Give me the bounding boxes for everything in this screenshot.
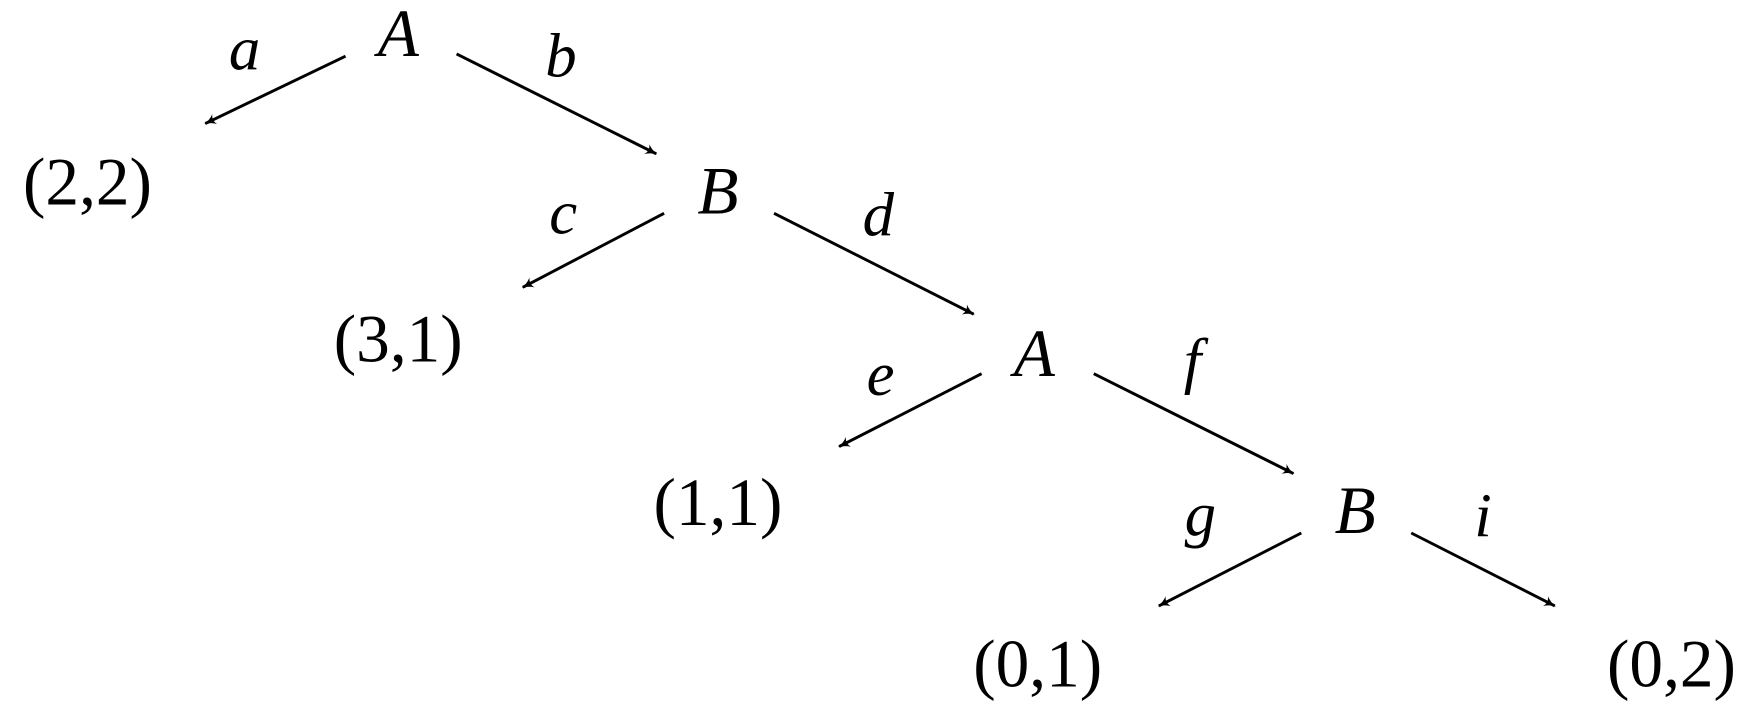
edge-label-a: a <box>229 14 260 84</box>
edge-c-arrow <box>521 211 665 289</box>
edge-label-e: e <box>867 339 895 409</box>
edges <box>204 52 1556 608</box>
payoff-c: (3,1) <box>334 301 463 376</box>
edge-a-arrow <box>204 54 347 125</box>
payoff-g: (0,1) <box>973 627 1102 702</box>
edge-labels: a b c d e f g i <box>229 14 1492 551</box>
payoff-i: (0,2) <box>1607 627 1736 702</box>
edge-label-f: f <box>1184 326 1209 396</box>
edge-e-arrow <box>838 372 983 448</box>
edge-f-arrow <box>1093 372 1295 475</box>
node-player-b-2: B <box>1335 473 1376 548</box>
payoff-a: (2,2) <box>23 144 152 219</box>
edge-label-c: c <box>549 177 577 247</box>
payoffs: (2,2) (3,1) (1,1) (0,1) (0,2) <box>23 144 1736 701</box>
edge-label-g: g <box>1185 479 1216 549</box>
edge-g-arrow <box>1157 531 1302 608</box>
edge-d-arrow <box>773 211 975 316</box>
node-player-b-1: B <box>697 153 738 228</box>
decision-nodes: A B A B <box>374 0 1376 548</box>
edge-label-d: d <box>863 180 895 250</box>
edge-b-arrow <box>455 52 658 156</box>
node-player-a-2: A <box>1010 316 1056 391</box>
edge-label-i: i <box>1474 480 1491 550</box>
edge-i-arrow <box>1410 531 1556 608</box>
edge-label-b: b <box>545 20 576 90</box>
node-player-a-root: A <box>374 0 420 71</box>
payoff-e: (1,1) <box>653 465 782 540</box>
